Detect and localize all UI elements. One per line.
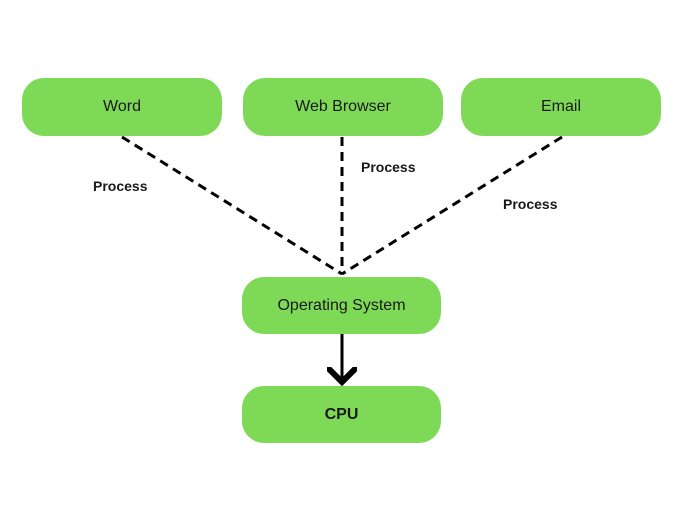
node-operating-system: Operating System [242, 277, 441, 334]
node-cpu-label: CPU [324, 405, 359, 423]
edge-email-os [341, 135, 563, 276]
node-word-label: Word [103, 98, 141, 115]
edge-word-os [121, 135, 343, 276]
node-web-browser-label: Web Browser [295, 98, 391, 115]
edge-label-browser: Process [361, 159, 416, 175]
edge-label-word: Process [93, 178, 148, 194]
node-cpu: CPU [242, 386, 441, 443]
node-email: Email [461, 78, 661, 136]
node-web-browser: Web Browser [243, 78, 443, 136]
node-operating-system-label: Operating System [277, 296, 406, 314]
edge-label-email: Process [503, 196, 558, 212]
node-email-label: Email [540, 98, 581, 115]
node-word: Word [22, 78, 222, 136]
